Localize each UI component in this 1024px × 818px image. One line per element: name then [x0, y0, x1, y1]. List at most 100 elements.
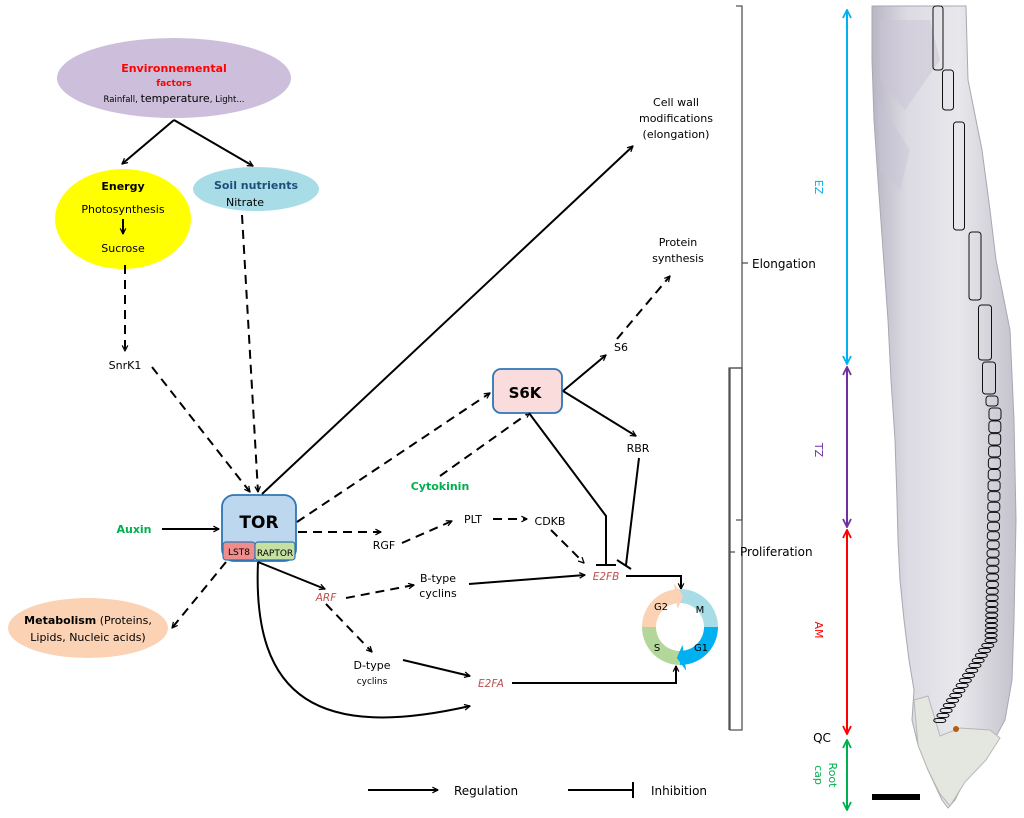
auxin-label: Auxin — [116, 523, 151, 536]
rgf-label: RGF — [373, 539, 396, 552]
cell-outline — [978, 304, 992, 361]
tor-label: TOR — [239, 513, 278, 533]
ez-label: EZ — [812, 180, 825, 195]
cell-outline — [933, 717, 947, 723]
e2fb-label: E2FB — [593, 571, 620, 583]
arrow-cdkb-to-e2fb — [550, 529, 584, 563]
root-cap-region — [913, 695, 1001, 807]
arrow-s6k-to-rbr — [562, 390, 636, 437]
cell-outline — [986, 573, 1000, 581]
protein-line1: Protein — [659, 236, 698, 249]
tor-solid-arrows — [256, 146, 633, 719]
tor-dashed-arrows — [172, 276, 670, 652]
cell-outline — [986, 565, 1000, 574]
lst8-label: LST8 — [228, 548, 250, 558]
cell-outline — [942, 702, 956, 708]
phase-g1-segment — [680, 627, 718, 665]
cell-outline — [987, 480, 1001, 492]
cellwall-line1: Cell wall — [653, 96, 699, 109]
cell-outline — [986, 540, 1000, 550]
raptor-box — [254, 541, 296, 561]
s6k-node: S6K — [492, 368, 563, 414]
phase-g2-segment — [642, 589, 680, 627]
cell-outline — [987, 491, 1001, 502]
phase-s-label: S — [654, 643, 660, 654]
arrow-e2fa-to-cellcycle — [512, 666, 676, 684]
arrow-btype-to-e2fb — [468, 575, 585, 585]
arrow-env-to-soil — [173, 119, 253, 167]
arrow-env-to-energy — [122, 119, 175, 164]
cell-outline — [971, 657, 985, 663]
legend-inhibition-label: Inhibition — [651, 784, 707, 798]
cell-outline — [984, 637, 998, 643]
am-label: AM — [812, 621, 825, 638]
arrow-tor-to-s6k — [296, 392, 490, 523]
legend: Regulation Inhibition — [368, 782, 707, 798]
arrow-s6-to-protein — [616, 276, 670, 340]
cell-outline — [984, 622, 998, 628]
environment-details: Rainfall, temperature, Light... — [104, 92, 245, 105]
soil-nitrate: Nitrate — [226, 196, 264, 209]
root-body — [871, 5, 1017, 809]
dtype-line1: D-type — [353, 659, 390, 672]
cell-outline — [932, 5, 944, 71]
cell-outline — [939, 707, 953, 713]
environment-arrows — [122, 119, 253, 167]
cell-outline — [985, 607, 999, 613]
prolif-main-bracket — [729, 367, 736, 731]
cytokinin-label: Cytokinin — [411, 480, 470, 493]
cell-outline — [987, 511, 1001, 522]
metabolism-line1: Metabolism (Proteins, — [24, 614, 152, 627]
arrow-rgf-to-plt — [401, 521, 452, 544]
cell-outline — [936, 712, 950, 718]
environment-detail-temperature: temperature — [141, 92, 210, 105]
cell-outline — [988, 433, 1002, 446]
cell-outline — [985, 601, 999, 607]
cell-outline — [987, 521, 1000, 532]
cell-outline — [985, 617, 999, 623]
soil-nutrients-node: Soil nutrients Nitrate — [193, 167, 319, 211]
root-shading-2 — [878, 100, 910, 190]
g1-to-s-arrowhead — [676, 644, 687, 671]
cell-outline — [965, 667, 979, 673]
metabolism-ellipse — [8, 598, 168, 658]
root-micrograph — [871, 5, 1017, 809]
cell-outline — [986, 531, 1000, 541]
arrow-tor-to-cellwall — [261, 146, 633, 495]
dtype-line2: cyclins — [357, 677, 388, 687]
s6-label: S6 — [614, 341, 628, 354]
arrow-nitrate-to-tor — [241, 214, 258, 492]
tor-complex: TOR LST8 RAPTOR — [221, 494, 297, 562]
metabolism-title: Metabolism — [24, 614, 96, 627]
phase-g1-label: G1 — [694, 643, 708, 654]
plt-label: PLT — [464, 513, 482, 526]
environment-detail-light: , Light... — [210, 95, 245, 105]
arrow-cytokinin-to-s6k — [439, 412, 530, 477]
environment-ellipse — [57, 38, 291, 118]
arrow-arf-to-btype — [345, 585, 414, 599]
arrow-snrk1-to-tor — [151, 366, 250, 492]
tz-bracket — [736, 367, 743, 521]
scale-bar — [872, 794, 920, 800]
metabolism-proteins: (Proteins, — [96, 614, 152, 627]
arf-label: ARF — [315, 592, 337, 604]
cell-outline — [981, 642, 995, 648]
cell-outline — [988, 420, 1002, 434]
cell-outline — [968, 231, 982, 301]
arrow-raptor-to-arf — [257, 561, 325, 589]
cell-outline — [988, 445, 1002, 458]
cellwall-line2: modifications — [639, 112, 713, 125]
arrow-tor-to-e2fa — [256, 561, 470, 719]
cell-outline — [985, 587, 999, 595]
e2fa-label: E2FA — [478, 678, 504, 690]
cell-outline — [986, 549, 1000, 558]
qc-label: QC — [813, 731, 831, 745]
phase-s-segment — [642, 627, 680, 665]
root-cap-label-1: Root — [826, 763, 839, 789]
s6k-solid-arrows — [402, 355, 681, 684]
cell-outline — [985, 395, 999, 407]
upstream-dashed-arrows — [125, 214, 258, 492]
cell-outline — [987, 457, 1001, 469]
